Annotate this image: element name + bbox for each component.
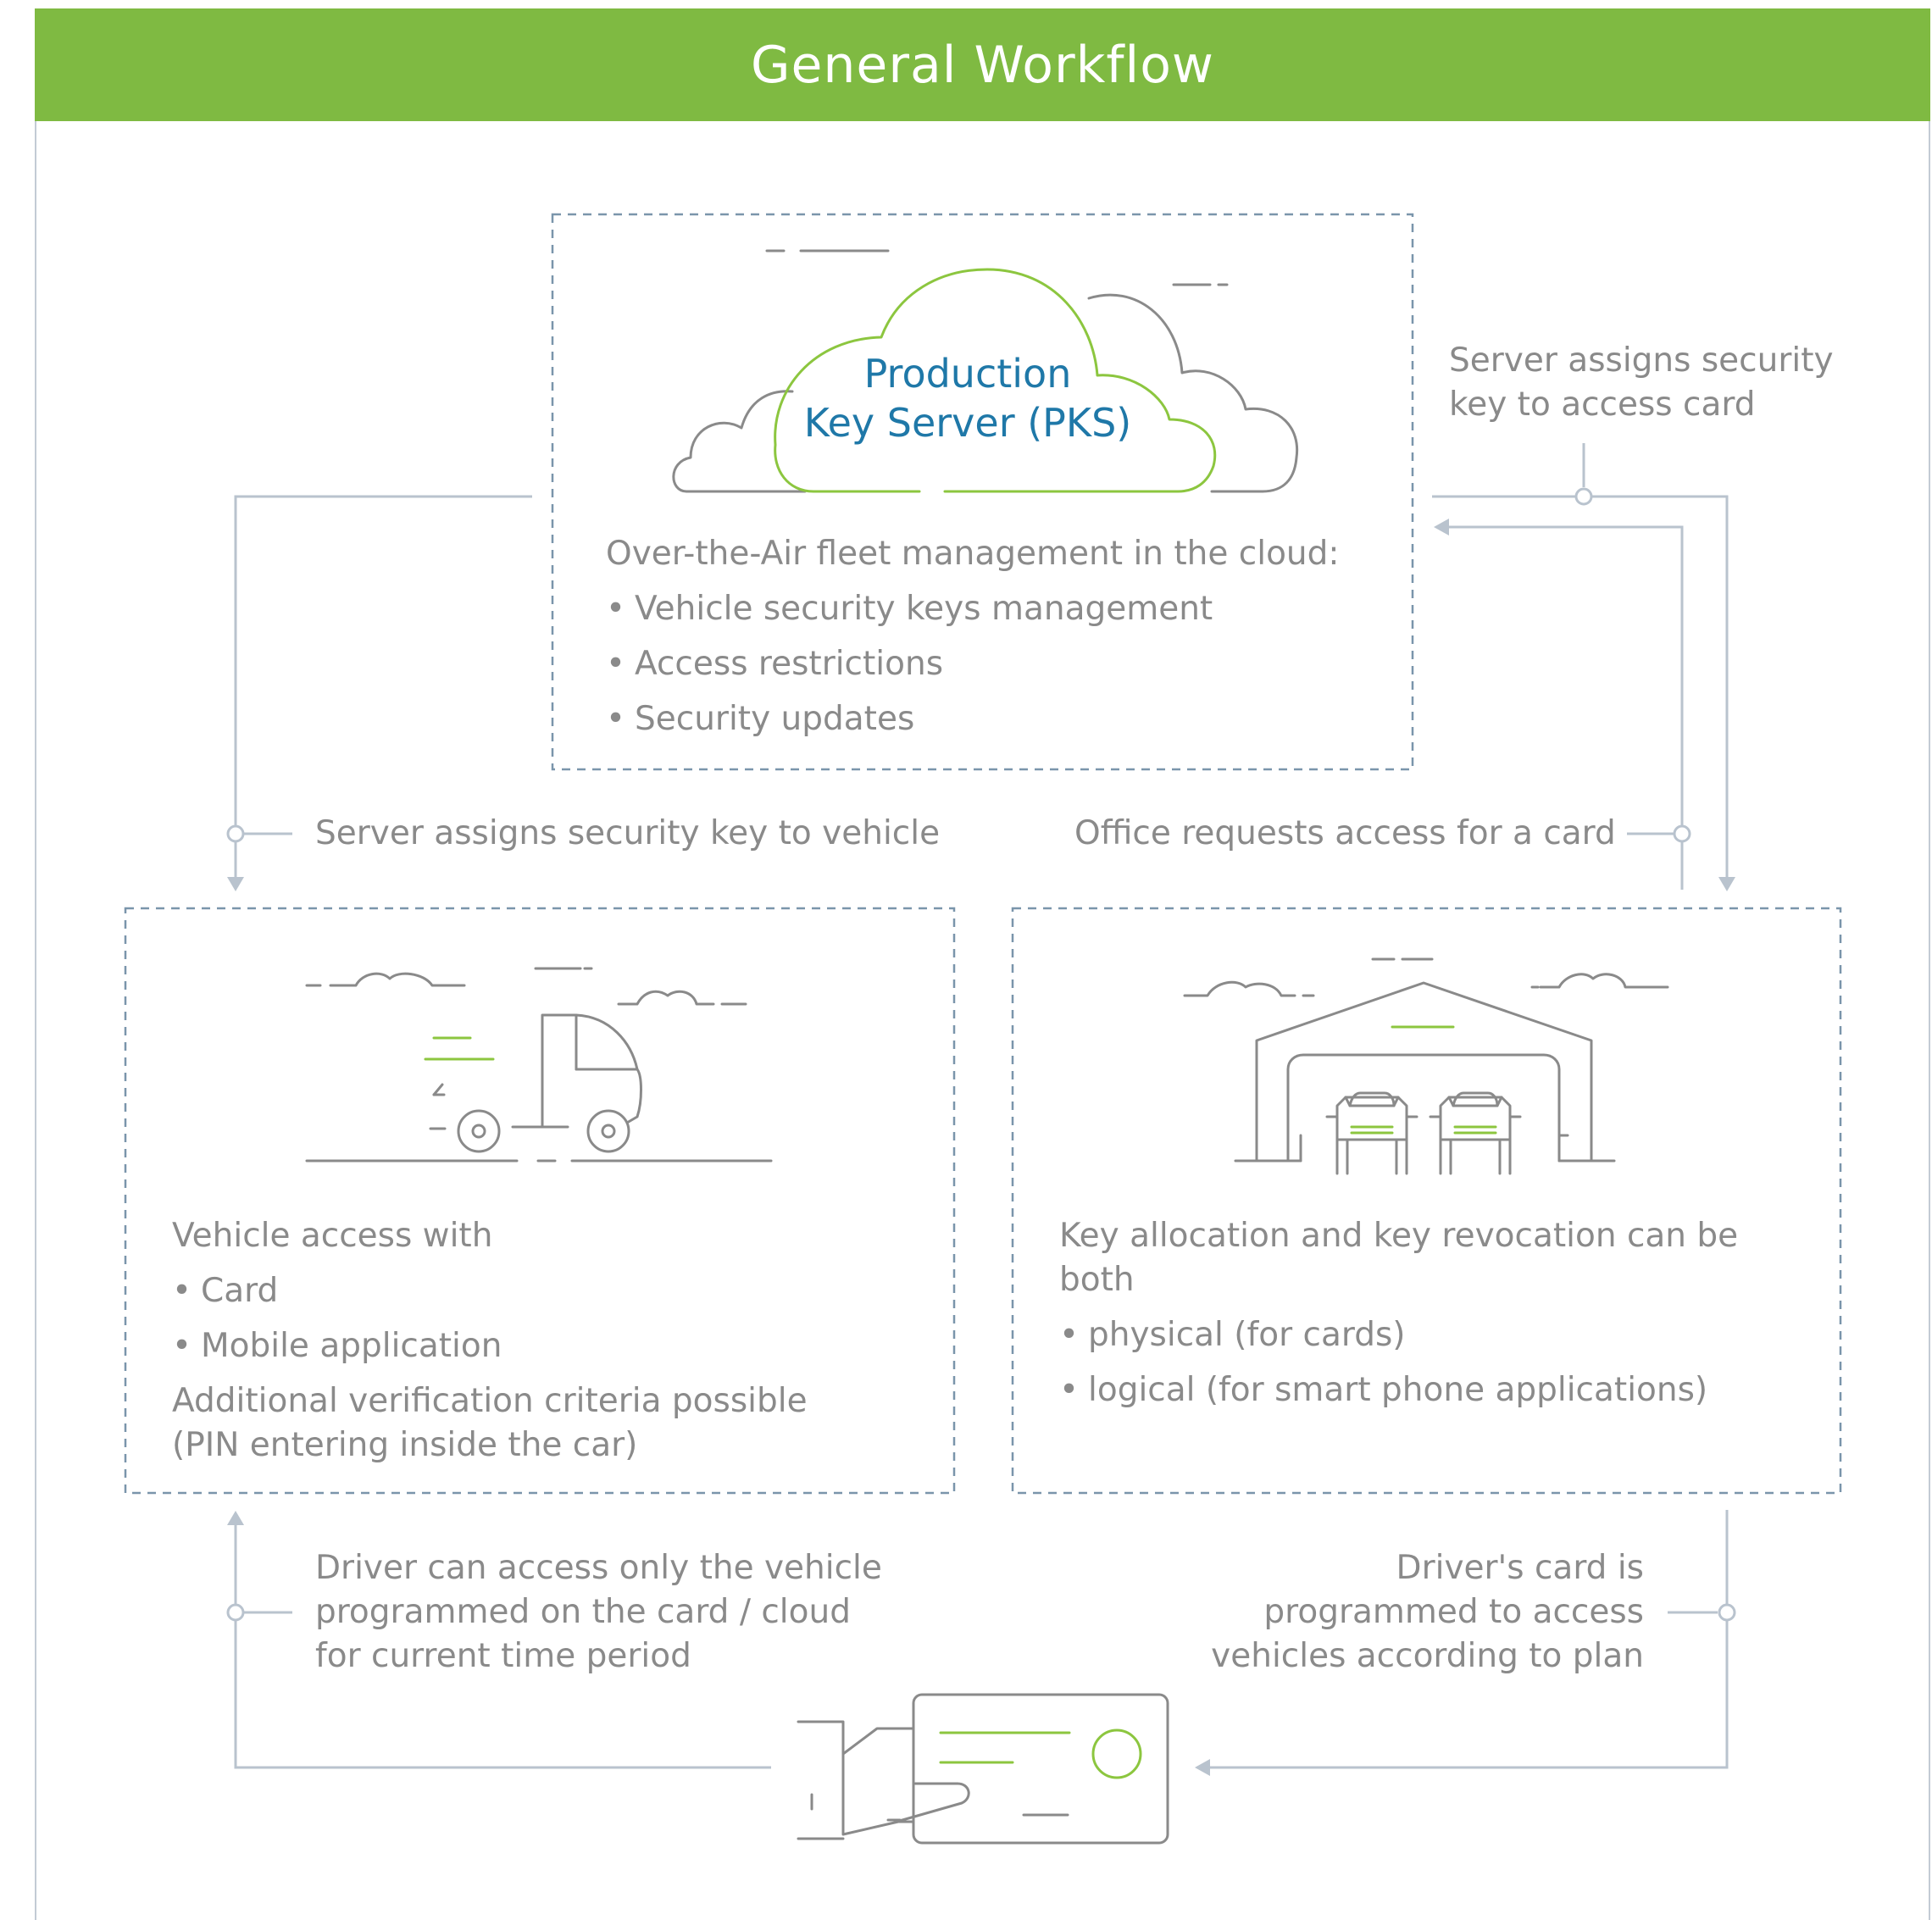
pks-bullet-3: •Security updates	[606, 700, 915, 738]
pks-bullet-3-text: Security updates	[635, 700, 915, 738]
node-server-vehicle	[226, 824, 245, 843]
label-office-requests: Office requests access for a card	[1074, 814, 1616, 852]
office-intro-1: Key allocation and key revocation can be	[1059, 1217, 1739, 1255]
page-title: General Workflow	[750, 35, 1215, 95]
office-bullet-2-text: logical (for smart phone applications)	[1088, 1371, 1708, 1409]
pks-title-line-2: Key Server (PKS)	[803, 400, 1132, 446]
cloud-back-gray	[672, 390, 807, 493]
frame-left-border	[35, 121, 36, 1920]
vehicle-extra-1: Additional verification criteria possibl…	[172, 1382, 808, 1420]
vehicle-bullet-1: •Card	[172, 1272, 279, 1310]
connector-office-to-pks	[1449, 525, 1684, 890]
arrow-to-card	[1195, 1759, 1210, 1776]
pks-bullet-2: •Access restrictions	[606, 645, 944, 683]
truck-icon	[305, 967, 773, 1163]
pks-bullet-2-text: Access restrictions	[635, 645, 944, 683]
label-card-programmed-2: programmed to access	[1263, 1593, 1644, 1631]
arrow-to-office	[1718, 877, 1735, 891]
pks-intro: Over-the-Air fleet management in the clo…	[606, 535, 1340, 573]
label-server-assigns-vehicle: Server assigns security key to vehicle	[315, 814, 941, 852]
card-hand-icon	[797, 1693, 1169, 1845]
label-driver-access-2: programmed on the card / cloud	[315, 1593, 851, 1631]
card-accents	[939, 1729, 1142, 1779]
pks-bullet-1-text: Vehicle security keys management	[635, 590, 1213, 628]
node-office-requests	[1673, 824, 1691, 843]
office-bullet-2: •logical (for smart phone applications)	[1059, 1371, 1708, 1409]
arrow-to-pks	[1434, 519, 1449, 535]
connector-pks-to-vehicle	[234, 495, 532, 877]
node-driver-access	[226, 1603, 245, 1622]
cloud-right-gray	[1087, 293, 1299, 493]
label-driver-access-1: Driver can access only the vehicle	[315, 1549, 882, 1587]
pks-title-line-1: Production	[863, 351, 1072, 397]
node-card-programmed	[1718, 1603, 1736, 1622]
office-intro-2: both	[1059, 1261, 1135, 1299]
label-driver-access-3: for current time period	[315, 1637, 691, 1675]
vehicle-bullet-2-text: Mobile application	[201, 1327, 502, 1365]
pks-box	[551, 213, 1414, 771]
vehicle-intro: Vehicle access with	[172, 1217, 493, 1255]
office-bullet-1-text: physical (for cards)	[1088, 1316, 1406, 1354]
connector-nodes	[226, 487, 1736, 1622]
frame-right-border	[1929, 121, 1930, 1920]
label-server-assigns-card-1: Server assigns security	[1449, 341, 1834, 380]
vehicle-bullet-1-text: Card	[201, 1272, 279, 1310]
vehicle-bullet-2: •Mobile application	[172, 1327, 502, 1365]
node-server-card	[1574, 487, 1593, 506]
garage-accents	[1350, 1025, 1497, 1135]
arrow-to-vehicle-bottom	[227, 1511, 244, 1525]
cloud-main-green	[774, 268, 1217, 493]
header-bar: General Workflow	[35, 8, 1930, 121]
label-card-programmed-1: Driver's card is	[1396, 1549, 1644, 1587]
office-box	[1011, 907, 1842, 1495]
arrowheads	[227, 519, 1735, 1776]
office-bullet-1: •physical (for cards)	[1059, 1316, 1406, 1354]
pks-title: Production Key Server (PKS)	[773, 349, 1163, 447]
connector-pks-to-office	[1432, 495, 1729, 877]
vehicle-extra-2: (PIN entering inside the car)	[172, 1426, 638, 1464]
truck-speed-lines	[424, 1036, 495, 1061]
pks-bullet-1: •Vehicle security keys management	[606, 590, 1213, 628]
vehicle-box	[124, 907, 956, 1495]
label-server-assigns-card-2: key to access card	[1449, 386, 1756, 424]
connector-office-to-card	[1210, 1510, 1729, 1769]
garage-icon	[1183, 957, 1669, 1175]
label-card-programmed-3: vehicles according to plan	[1211, 1637, 1644, 1675]
arrow-to-vehicle	[227, 877, 244, 891]
cloud-icon	[672, 249, 1299, 493]
